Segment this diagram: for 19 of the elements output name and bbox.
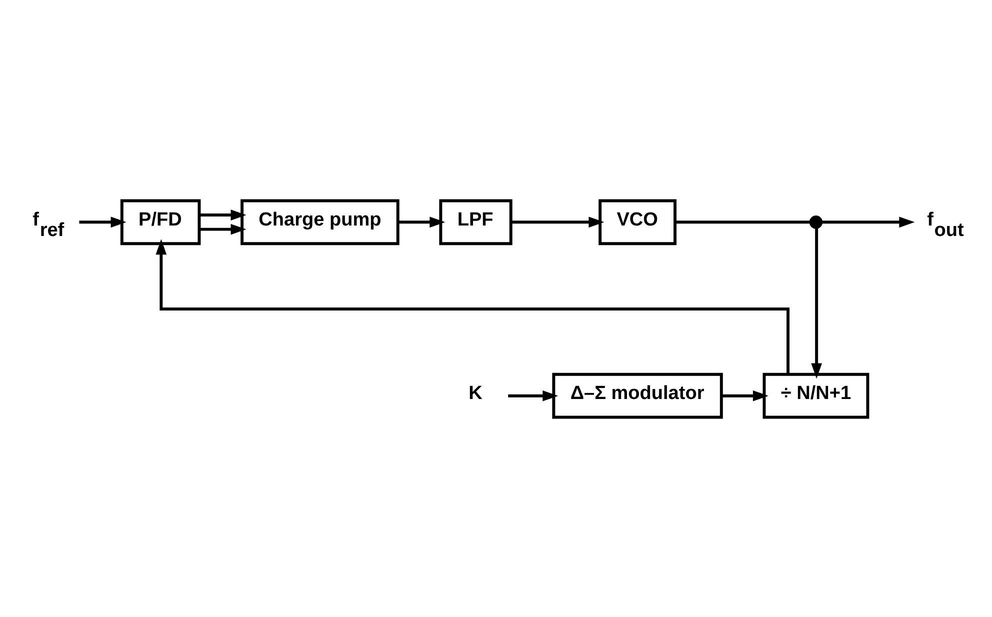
arrow (508, 390, 558, 401)
arrow (200, 223, 246, 234)
arrow (156, 238, 790, 374)
arrow (821, 216, 915, 228)
arrow (200, 209, 246, 220)
node-box: Charge pump (240, 198, 400, 245)
connector (675, 220, 811, 224)
arrow (510, 216, 604, 228)
node-box: VCO (598, 198, 676, 245)
node-box: P/FD (120, 198, 201, 245)
node-text: K (468, 382, 482, 404)
arrow (79, 216, 126, 228)
node-box: ÷ N/N+1 (762, 372, 870, 418)
arrow (722, 390, 768, 401)
node-circle (809, 215, 823, 228)
node-box: LPF (439, 198, 512, 245)
arrow (398, 216, 446, 228)
arrow (811, 227, 822, 378)
node-box: Δ–Σ modulator (552, 372, 723, 418)
